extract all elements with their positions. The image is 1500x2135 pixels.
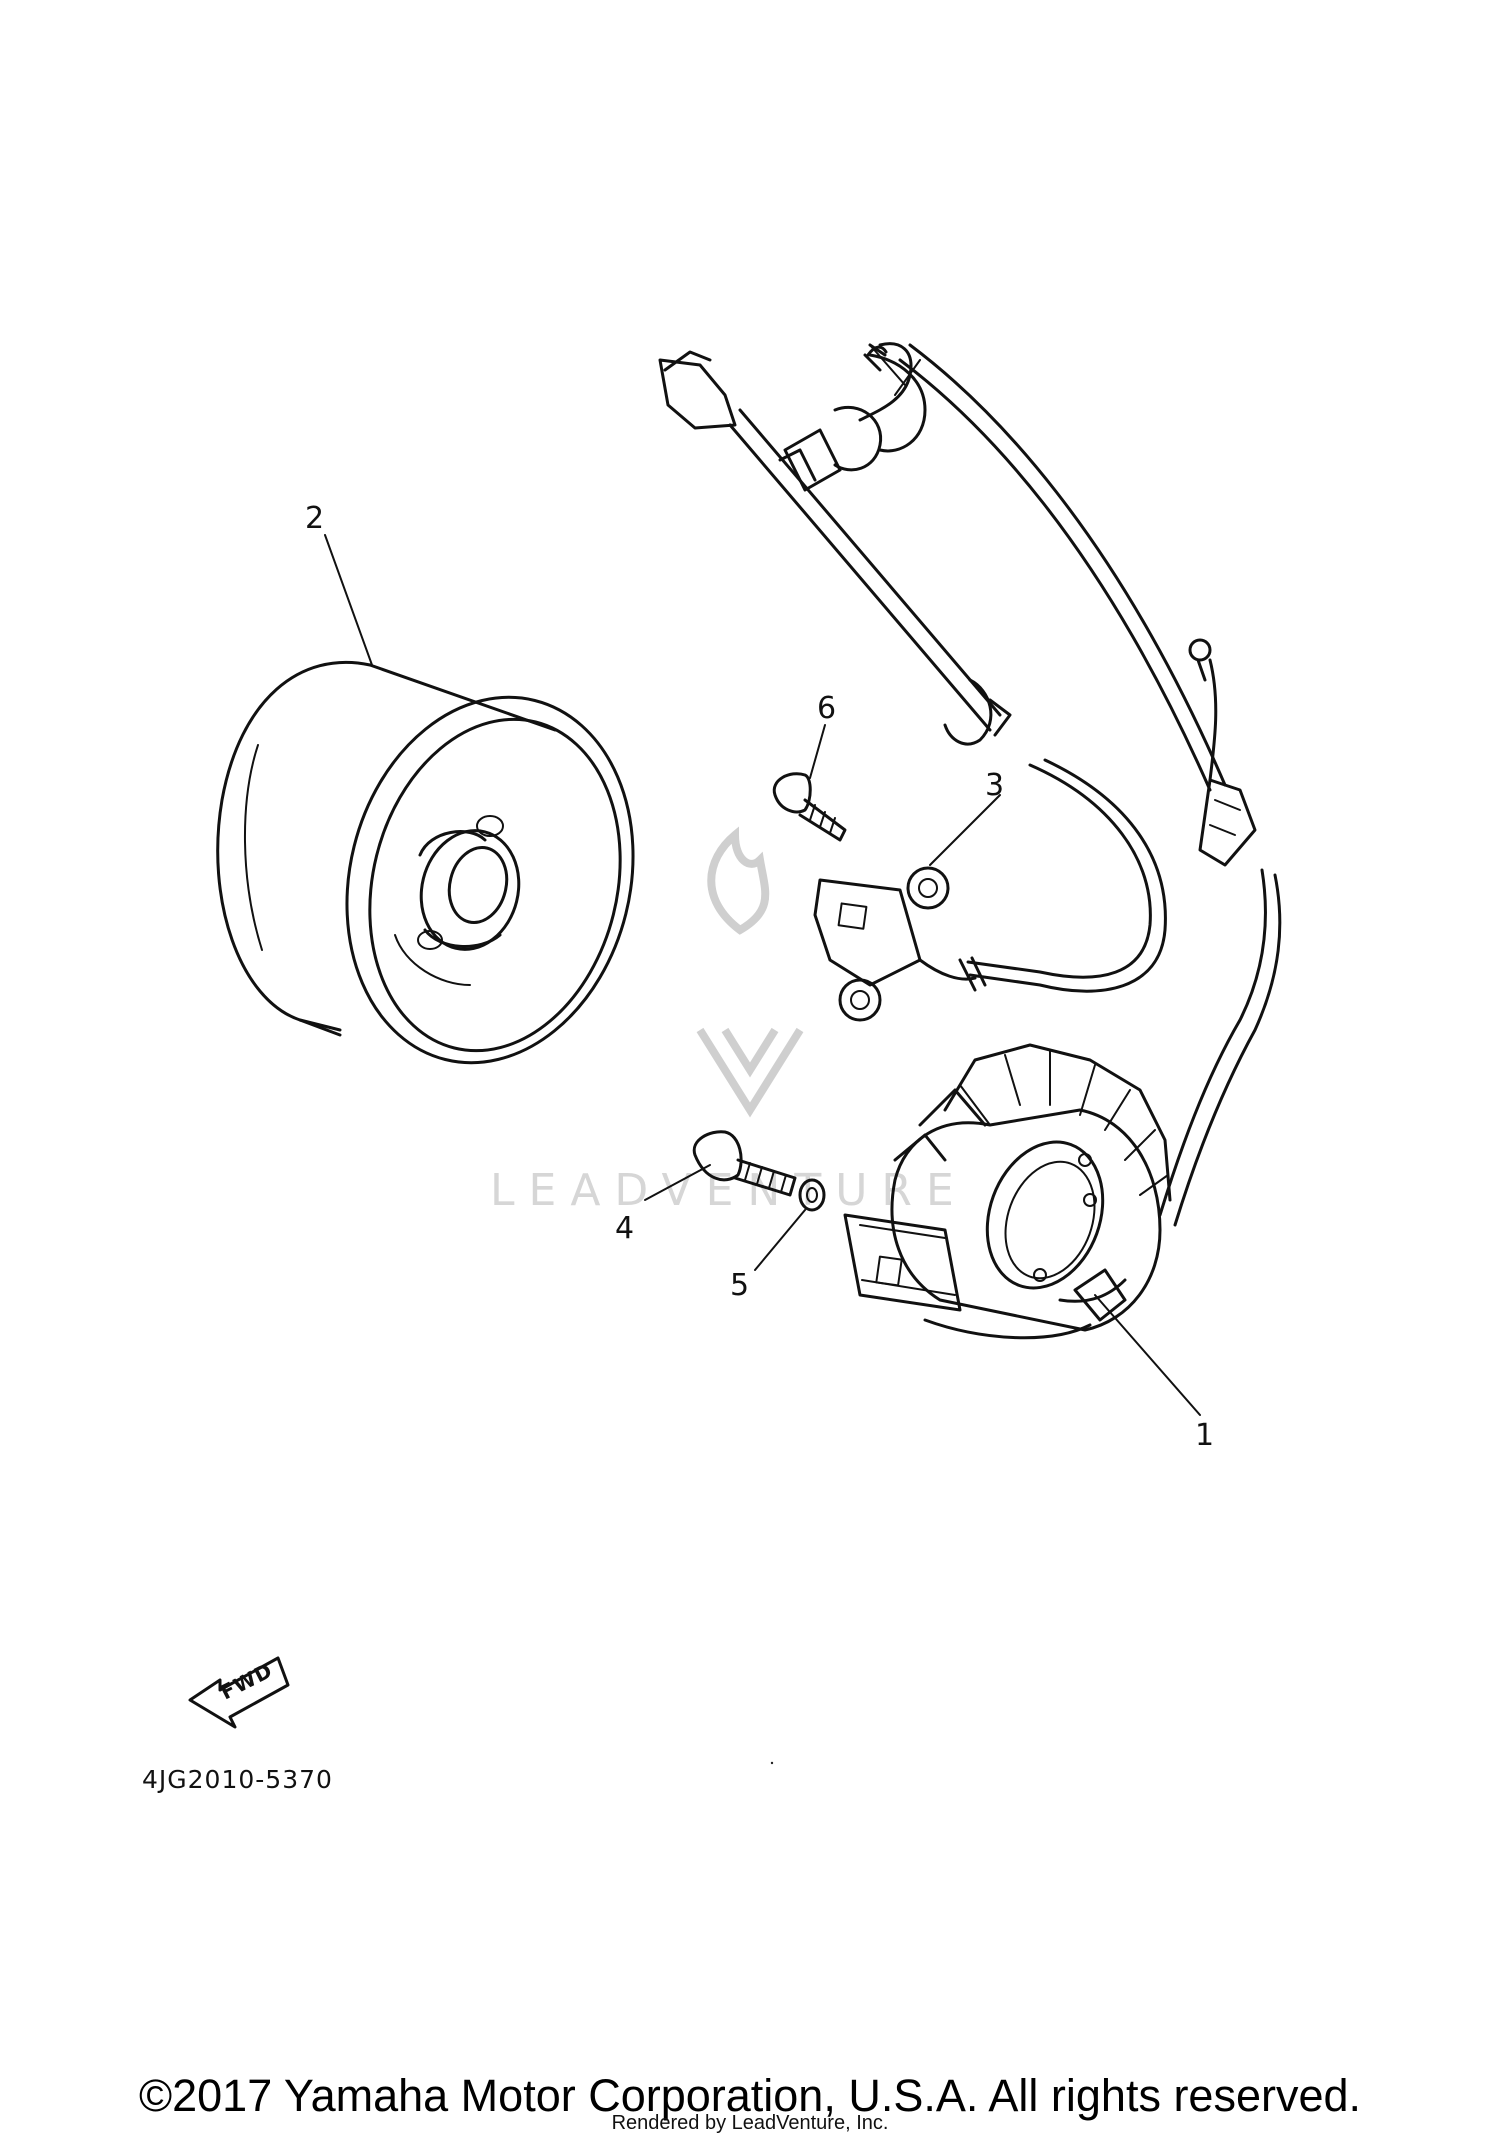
callout-2: 2 bbox=[305, 501, 324, 536]
pickup-coil bbox=[813, 866, 987, 1022]
watermark-text: LEADVENTURE bbox=[490, 1165, 968, 1216]
stator-assembly bbox=[843, 868, 1282, 1340]
callout-3: 3 bbox=[985, 768, 1004, 803]
callout-1: 1 bbox=[1195, 1418, 1214, 1453]
callout-5: 5 bbox=[730, 1268, 749, 1303]
flywheel-rotor bbox=[216, 660, 635, 1065]
washer-part-5 bbox=[798, 1178, 826, 1212]
copyright-notice: ©2017 Yamaha Motor Corporation, U.S.A. A… bbox=[138, 2070, 1362, 2121]
fwd-arrow-icon: FWD bbox=[188, 1656, 290, 1729]
callout-labels: 2 6 3 4 5 1 bbox=[305, 501, 1214, 1453]
leadventure-watermark: LEADVENTURE bbox=[490, 826, 968, 1216]
diagram-code: 4JG2010-5370 bbox=[142, 1765, 333, 1794]
callout-4: 4 bbox=[615, 1211, 634, 1246]
wire-harness bbox=[658, 342, 1257, 993]
bolt-part-6 bbox=[772, 772, 847, 842]
leader-lines bbox=[324, 534, 1201, 1416]
bolt-part-4 bbox=[692, 1130, 797, 1197]
rendered-by-credit: Rendered by LeadVenture, Inc. bbox=[611, 2112, 889, 2134]
callout-6: 6 bbox=[817, 691, 836, 726]
